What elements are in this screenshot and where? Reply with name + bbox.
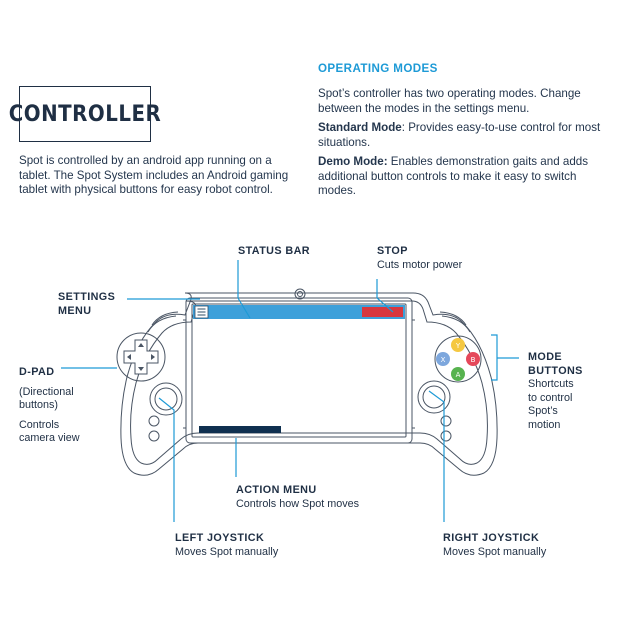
status-bar-label: STATUS BAR xyxy=(238,245,310,259)
standard-mode-label: Standard Mode xyxy=(318,121,402,134)
dpad-description-line1: (Directional xyxy=(19,385,74,398)
dpad-description-line2: buttons) xyxy=(19,399,59,412)
settings-menu-heading-line1: SETTINGS xyxy=(58,291,116,303)
action-menu-description: Controls how Spot moves xyxy=(236,497,360,510)
face-buttons-ring xyxy=(434,335,482,383)
intro-text: Spot is controlled by an android app run… xyxy=(19,154,289,197)
callout-lines xyxy=(61,260,519,522)
mode-buttons-heading-line1: MODE xyxy=(528,351,562,363)
left-joystick-description: Moves Spot manually xyxy=(175,545,279,558)
action-menu-bar[interactable] xyxy=(199,426,281,433)
left-joystick[interactable] xyxy=(149,382,183,416)
mode-buttons-description-line4: motion xyxy=(528,418,561,431)
left-joystick-label: LEFT JOYSTICK Moves Spot manually xyxy=(175,532,278,559)
right-joystick[interactable] xyxy=(417,380,451,414)
stop-callout xyxy=(376,279,394,313)
demo-mode-label: Demo Mode: xyxy=(318,155,388,168)
stop-label: STOP Cuts motor power xyxy=(377,245,462,272)
status-bar-heading: STATUS BAR xyxy=(238,245,310,257)
dpad-down-arrow-icon xyxy=(138,367,144,371)
right-joystick-callout xyxy=(428,390,445,522)
face-button-x-label: X xyxy=(441,356,446,364)
stop-heading: STOP xyxy=(377,245,408,257)
face-button-y-label: Y xyxy=(455,342,461,350)
left-joystick-heading: LEFT JOYSTICK xyxy=(175,532,265,544)
operating-modes-description: Spot’s controller has two operating mode… xyxy=(318,87,581,115)
title-box: CONTROLLER xyxy=(9,86,161,142)
right-joystick-heading: RIGHT JOYSTICK xyxy=(443,532,540,544)
dpad-description-line3: Controls xyxy=(19,418,60,431)
mode-buttons-heading-line2: BUTTONS xyxy=(528,364,583,377)
face-button-x[interactable]: X xyxy=(436,352,450,366)
stop-description: Cuts motor power xyxy=(377,258,463,271)
status-bar-callout xyxy=(237,260,251,319)
dpad-heading: D-PAD xyxy=(19,366,55,378)
settings-menu-label: SETTINGS MENU xyxy=(58,291,115,318)
standard-mode-text: Standard Mode: Provides easy-to-use cont… xyxy=(318,121,603,150)
mode-buttons-label: MODE BUTTONS Shortcuts to control Spot’s… xyxy=(528,351,583,433)
left-small-button-1[interactable] xyxy=(148,415,160,427)
dpad[interactable] xyxy=(116,332,166,382)
face-button-y[interactable]: Y xyxy=(451,338,465,352)
dpad-description-line4: camera view xyxy=(19,432,80,445)
settings-menu-heading-line2: MENU xyxy=(58,304,92,317)
right-small-button-1[interactable] xyxy=(440,415,452,427)
operating-modes-heading: OPERATING MODES xyxy=(318,62,438,75)
face-button-a-label: A xyxy=(456,371,461,379)
left-joystick-callout xyxy=(158,397,175,522)
right-joystick-description: Moves Spot manually xyxy=(443,545,547,558)
right-small-button-2[interactable] xyxy=(440,430,452,442)
face-button-b-label: B xyxy=(471,356,476,364)
mode-buttons-description-line2: to control xyxy=(528,391,573,404)
dpad-up-arrow-icon xyxy=(138,343,144,347)
page-title: CONTROLLER xyxy=(8,101,162,127)
mode-buttons-description-line1: Shortcuts xyxy=(528,378,574,391)
settings-menu-icon[interactable] xyxy=(194,305,209,319)
left-small-button-2[interactable] xyxy=(148,430,160,442)
face-button-b[interactable]: B xyxy=(466,352,480,366)
face-button-a[interactable]: A xyxy=(451,367,465,381)
demo-mode-text: Demo Mode: Enables demonstration gaits a… xyxy=(318,155,603,199)
mode-buttons-description-line3: Spot’s xyxy=(528,405,558,418)
mode-buttons-bracket xyxy=(491,334,498,381)
stop-button[interactable] xyxy=(362,307,403,317)
standard-mode-desc: : Provides easy-to-use control for most … xyxy=(318,121,601,149)
dpad-label: D-PAD (Directional buttons) Controls cam… xyxy=(19,366,80,446)
action-menu-heading: ACTION MENU xyxy=(236,484,317,496)
action-menu-label: ACTION MENU Controls how Spot moves xyxy=(236,484,359,511)
right-joystick-label: RIGHT JOYSTICK Moves Spot manually xyxy=(443,532,546,559)
status-bar xyxy=(193,305,405,319)
dpad-right-arrow-icon xyxy=(151,354,155,360)
demo-mode-desc: Enables demonstration gaits and adds add… xyxy=(318,155,589,198)
dpad-left-arrow-icon xyxy=(127,354,131,360)
